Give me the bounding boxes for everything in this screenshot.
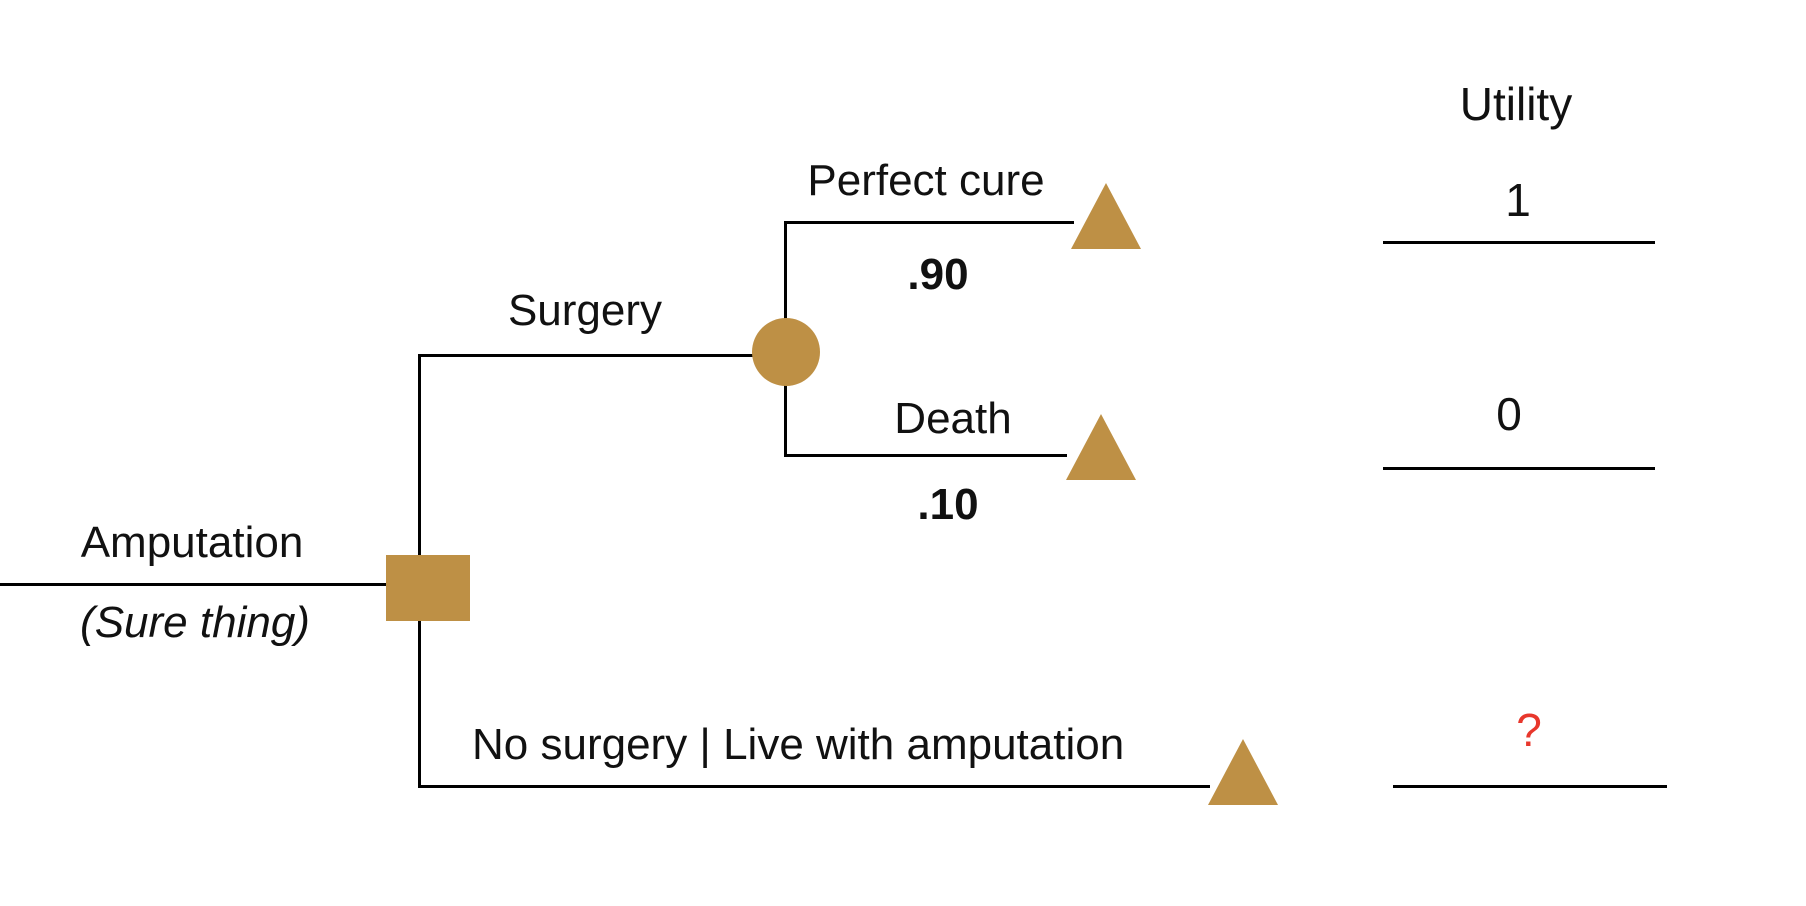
utility-underline-no-surgery <box>1393 785 1667 788</box>
death-probability: .10 <box>917 480 979 529</box>
root-option-sublabel: (Sure thing) <box>80 598 310 647</box>
death-branch-line <box>784 454 1067 457</box>
chance-stem-upper-line <box>784 221 787 355</box>
utility-column-header: Utility <box>1459 78 1573 130</box>
utility-value-perfect-cure: 1 <box>1505 174 1531 226</box>
no-surgery-branch-line <box>418 785 1210 788</box>
perfect-cure-branch-line <box>784 221 1074 224</box>
perfect-cure-probability: .90 <box>907 250 969 299</box>
terminal-triangle-icon-perfect-cure <box>1071 183 1141 249</box>
utility-value-death: 0 <box>1496 388 1522 440</box>
utility-underline-death <box>1383 467 1655 470</box>
root-branch-line <box>0 583 387 586</box>
no-surgery-branch-label: No surgery | Live with amputation <box>472 720 1125 769</box>
terminal-triangle-icon-no-surgery <box>1208 739 1278 805</box>
chance-circle-icon <box>752 318 820 386</box>
surgery-branch-line <box>418 354 788 357</box>
surgery-branch-label: Surgery <box>507 286 663 335</box>
chance-stem-lower-line <box>784 352 787 457</box>
utility-underline-perfect-cure <box>1383 241 1655 244</box>
terminal-triangle-icon-death <box>1066 414 1136 480</box>
utility-value-no-surgery: ? <box>1516 704 1542 756</box>
perfect-cure-branch-label: Perfect cure <box>807 156 1045 205</box>
death-branch-label: Death <box>894 394 1012 443</box>
root-option-label: Amputation <box>80 518 304 567</box>
decision-square-icon <box>386 555 470 621</box>
